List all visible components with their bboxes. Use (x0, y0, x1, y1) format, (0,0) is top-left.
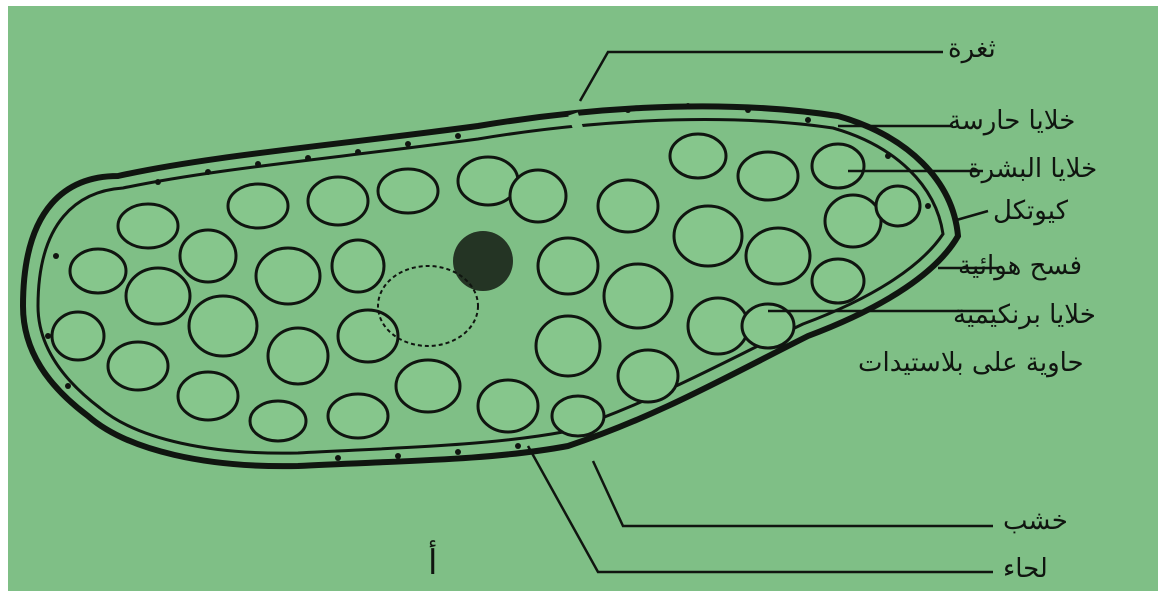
figure-letter: أ (428, 546, 437, 580)
label-epidermis-cells: خلايا البشرة (968, 156, 1097, 182)
xylem-cluster (453, 231, 513, 291)
diagram-frame: ثغرة خلايا حارسة خلايا البشرة كيوتكل فسح… (8, 6, 1158, 591)
label-stoma: ثغرة (948, 36, 996, 62)
label-cuticle: كيوتكل (993, 198, 1068, 224)
stoma-gap (573, 114, 580, 134)
label-parenchyma-line-2: حاوية على بلاستيدات (858, 350, 1084, 376)
leaf-cross-section-drawing (8, 6, 1158, 591)
label-guard-cells: خلايا حارسة (948, 108, 1075, 134)
label-air-space: فسح هوائية (958, 253, 1082, 279)
label-parenchyma-line-1: خلايا برنكيمية (953, 302, 1096, 328)
label-xylem: خشب (1003, 508, 1068, 534)
label-phloem: لحاء (1003, 556, 1048, 582)
